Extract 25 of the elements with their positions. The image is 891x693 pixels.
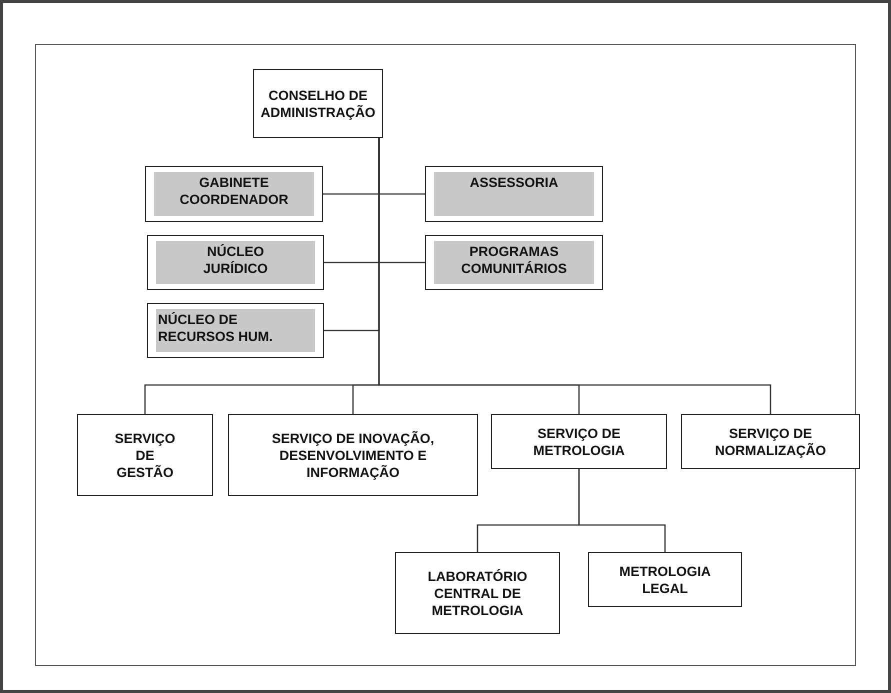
org-box	[228, 414, 478, 496]
unit-name: NÚCLEO DE RECURSOS HUM.	[156, 309, 315, 352]
org-box	[253, 69, 383, 138]
org-box	[77, 414, 213, 496]
org-box	[588, 552, 742, 607]
unit-name: PROGRAMAS COMUNITÁRIOS	[434, 241, 594, 284]
unit-name: SERVIÇO DE METROLOGIA	[532, 424, 626, 458]
unit-name: SERVIÇO DE NORMALIZAÇÃO	[714, 424, 827, 458]
org-box	[491, 414, 667, 469]
unit-name: CONSELHO DE ADMINISTRAÇÃO	[260, 86, 376, 120]
unit-name: METROLOGIA LEGAL	[618, 562, 712, 596]
unit-name: SERVIÇO DE INOVAÇÃO, DESENVOLVIMENTO E INFORMAÇÃO	[270, 430, 436, 480]
unit-name: SERVIÇO DE GESTÃO	[114, 430, 176, 480]
unit-box	[147, 303, 324, 358]
unit-name: NÚCLEO JURÍDICO	[156, 241, 315, 284]
org-box	[681, 414, 860, 469]
unit-box	[425, 235, 603, 290]
connector-line	[578, 469, 666, 552]
unit-name: LABORATÓRIO CENTRAL DE METROLOGIA	[426, 568, 528, 618]
unit-box	[425, 166, 603, 222]
org-box	[395, 552, 560, 634]
unit-name: ASSESSORIA	[434, 172, 594, 216]
unit-box	[145, 166, 323, 222]
unit-box	[147, 235, 324, 290]
unit-name: GABINETE COORDENADOR	[154, 172, 314, 216]
